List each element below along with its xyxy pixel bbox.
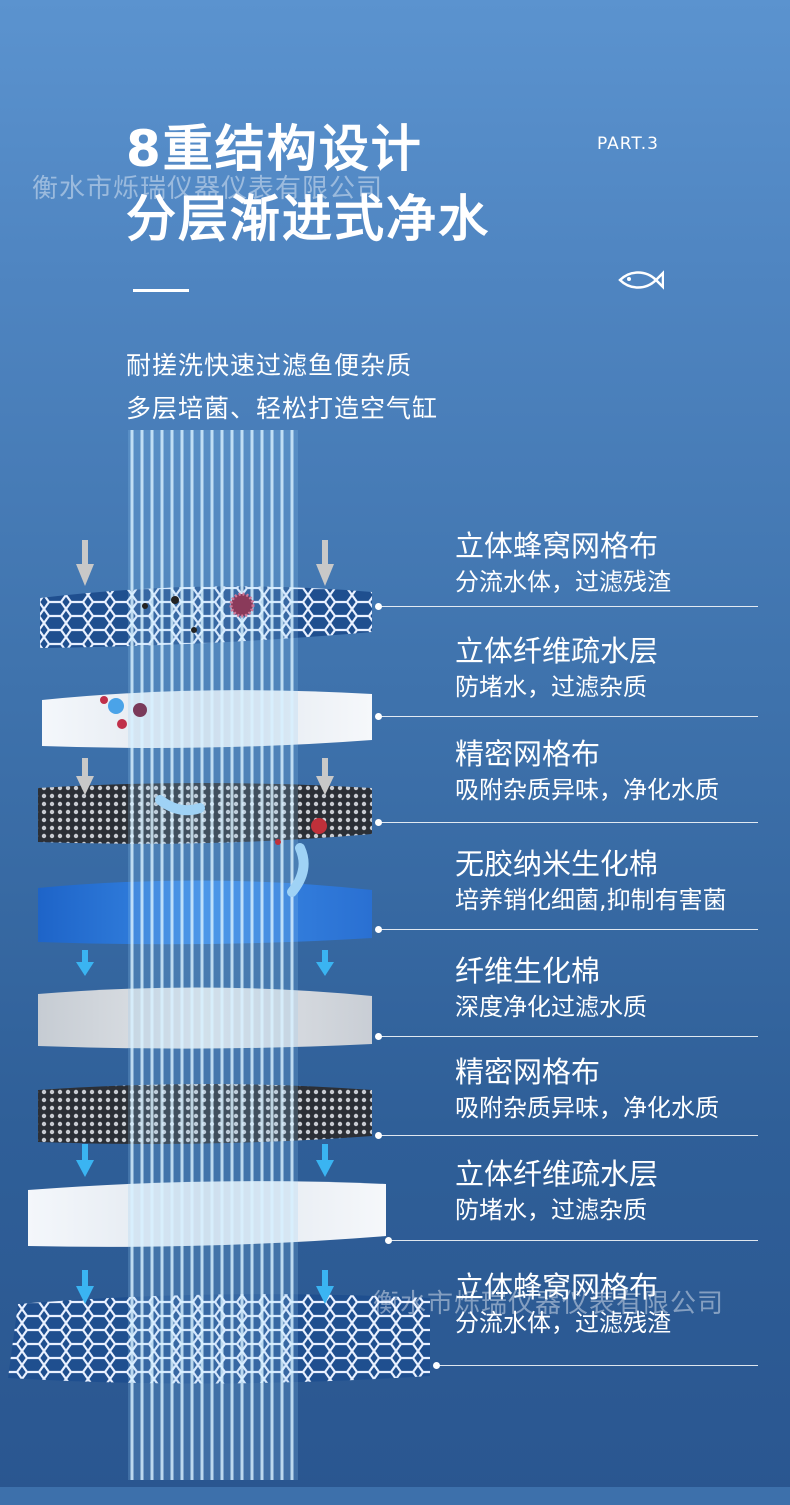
layer-title: 立体蜂窝网格布 [455,529,659,563]
leader-line [381,822,758,823]
layer-desc: 分流水体，过滤残渣 [455,568,671,596]
leader-line [381,716,758,717]
layer-label-1: 立体蜂窝网格布 分流水体，过滤残渣 [455,529,671,596]
bottom-bar [0,1487,790,1505]
layer-title: 立体纤维疏水层 [455,1157,659,1191]
title-underline [133,289,189,292]
leader-line [439,1365,758,1366]
layer-label-3: 精密网格布 吸附杂质异味，净化水质 [455,737,719,804]
leader-line [381,1036,758,1037]
heading-line1: 8重结构设计 [126,120,423,178]
leader-dot [375,603,382,610]
layer-1-honeycomb [40,586,372,648]
layer-desc: 吸附杂质异味，净化水质 [455,1094,719,1122]
layer-desc: 吸附杂质异味，净化水质 [455,776,719,804]
part-label: PART.3 [597,134,659,154]
leader-dot [375,926,382,933]
layer-title: 纤维生化棉 [455,954,601,988]
layer-title: 立体纤维疏水层 [455,634,659,668]
watermark-bottom: 衡水市烁瑞仪器仪表有限公司 [373,1289,725,1319]
leader-line [381,1135,758,1136]
subtitle-line2: 多层培菌、轻松打造空气缸 [126,394,439,423]
layer-desc: 培养销化细菌,抑制有害菌 [455,886,727,914]
layer-desc: 防堵水，过滤杂质 [455,1196,647,1224]
layer-title: 立体蜂窝网格布 [455,1270,659,1304]
leader-dot [375,1132,382,1139]
layer-6-mesh [38,1084,372,1144]
leader-line [391,1240,758,1241]
layer-4-nano-foam [38,880,372,945]
layer-desc: 防堵水，过滤杂质 [455,673,647,701]
layer-2-fiber [42,690,372,748]
layer-desc: 分流水体，过滤残渣 [455,1309,671,1337]
down-arrow-icon [76,540,334,795]
heading-line2: 分层渐进式净水 [126,190,490,248]
bacteria-icon [100,592,327,845]
layer-3-mesh [38,783,372,844]
leader-line [381,606,758,607]
leader-dot [375,1033,382,1040]
layer-desc: 深度净化过滤水质 [455,993,647,1021]
layer-title: 无胶纳米生化棉 [455,847,659,881]
leader-dot [375,819,382,826]
layer-label-7: 立体纤维疏水层 防堵水，过滤杂质 [455,1157,659,1224]
leader-line [381,929,758,930]
leader-dot [375,713,382,720]
leader-dot [385,1237,392,1244]
watermark-top: 衡水市烁瑞仪器仪表有限公司 [32,174,384,204]
layer-label-5: 纤维生化棉 深度净化过滤水质 [455,954,647,1021]
subtitle-line1: 耐搓洗快速过滤鱼便杂质 [126,351,413,380]
layer-8-honeycomb [8,1294,430,1384]
layer-label-8: 立体蜂窝网格布 分流水体，过滤残渣 [455,1270,671,1337]
layer-label-2: 立体纤维疏水层 防堵水，过滤杂质 [455,634,659,701]
layer-title: 精密网格布 [455,737,601,771]
leader-dot [433,1362,440,1369]
layer-label-6: 精密网格布 吸附杂质异味，净化水质 [455,1055,719,1122]
layer-title: 精密网格布 [455,1055,601,1089]
water-beams [128,430,298,1480]
fish-icon [618,270,664,290]
layer-5-bio-foam [38,987,372,1049]
layer-label-4: 无胶纳米生化棉 培养销化细菌,抑制有害菌 [455,847,727,914]
layer-7-fiber [28,1181,386,1247]
